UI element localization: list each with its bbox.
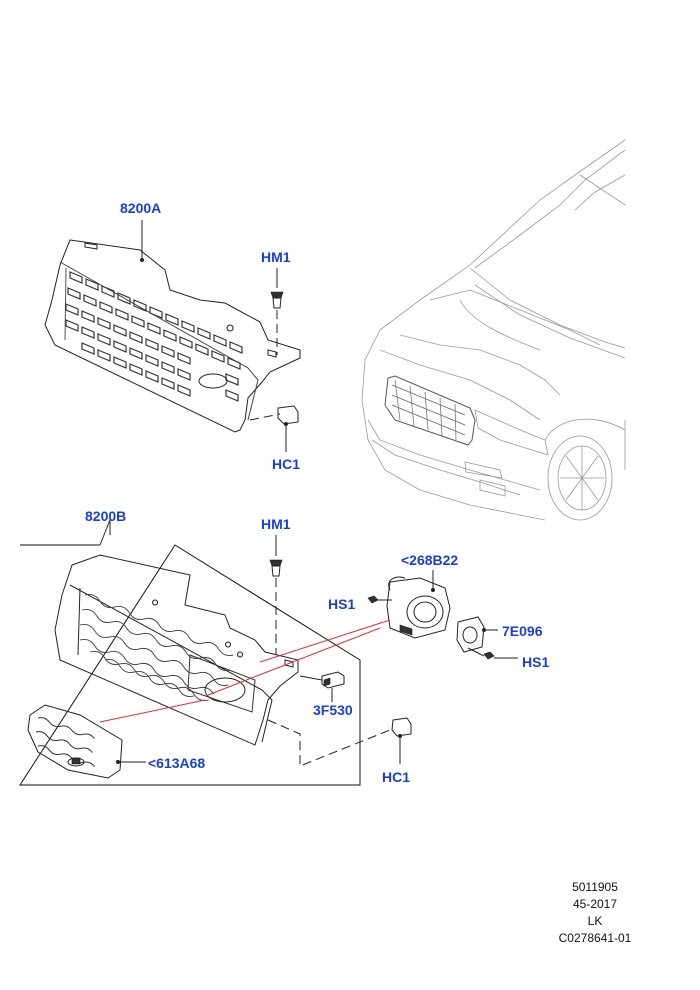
callout-hs1-right: HS1 bbox=[522, 654, 550, 670]
footer-line-3: LK bbox=[587, 914, 603, 928]
clip-hc1-top bbox=[249, 405, 299, 452]
footer-line-2: 45-2017 bbox=[572, 897, 618, 911]
footer-line-1: 5011905 bbox=[572, 880, 618, 894]
callout-hm1-top: HM1 bbox=[261, 249, 291, 265]
leader-red-lower bbox=[207, 627, 381, 696]
callout-3f530: 3F530 bbox=[313, 702, 353, 718]
vehicle-illustration bbox=[361, 139, 626, 521]
leader-red-insert bbox=[99, 699, 206, 723]
sensor-3f530 bbox=[299, 671, 345, 702]
bracket-7e096 bbox=[456, 616, 518, 660]
callout-7e096: 7E096 bbox=[502, 623, 543, 639]
assembly-frame bbox=[19, 544, 361, 786]
leader-red-upper bbox=[259, 619, 391, 663]
insert-613a68 bbox=[27, 704, 146, 779]
callout-8200b: 8200B bbox=[85, 508, 127, 524]
callout-hc1-top: HC1 bbox=[272, 456, 301, 472]
callout-hc1-bottom: HC1 bbox=[382, 769, 411, 785]
footer-line-4: C0278641-01 bbox=[558, 931, 632, 945]
callout-613a68: <613A68 bbox=[148, 755, 206, 771]
reference-footer: 5011905 45-2017 LK C0278641-01 bbox=[540, 879, 650, 947]
grille-8200b bbox=[54, 515, 299, 746]
clip-hm1-bottom bbox=[269, 535, 283, 655]
clip-hm1-top bbox=[270, 268, 284, 355]
callout-268b22: <268B22 bbox=[401, 552, 459, 568]
grille-8200a bbox=[44, 220, 301, 433]
callout-hs1-left: HS1 bbox=[328, 596, 356, 612]
callout-hm1-bottom: HM1 bbox=[261, 516, 291, 532]
camera-268b22 bbox=[367, 570, 451, 639]
callout-8200a: 8200A bbox=[120, 200, 162, 216]
clip-hc1-bottom bbox=[267, 717, 412, 767]
